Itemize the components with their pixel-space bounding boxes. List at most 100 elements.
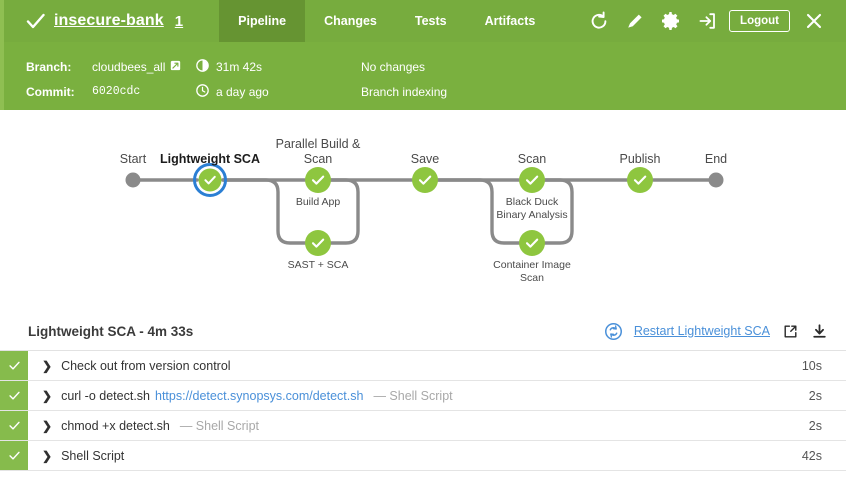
table-row[interactable]: ❯ Check out from version control 10s [0, 351, 846, 381]
chevron-right-icon[interactable]: ❯ [42, 448, 53, 463]
table-row[interactable]: ❯ chmod +x detect.sh — Shell Script 2s [0, 411, 846, 441]
tab-tests[interactable]: Tests [414, 14, 447, 28]
graph-sublabel-black-duck-line1: Black Duck [506, 196, 559, 208]
logout-button[interactable]: Logout [729, 10, 790, 32]
table-row[interactable]: ❯ curl -o detect.sh https://detect.synop… [0, 381, 846, 411]
step-command-text: chmod +x detect.sh [61, 418, 170, 433]
graph-label-start: Start [120, 152, 147, 166]
step-status-success-icon [0, 441, 28, 470]
pipeline-graph: Start Lightweight SCA Parallel Build & S… [0, 110, 846, 310]
step-duration: 2s [808, 388, 822, 403]
graph-node-build-app[interactable] [305, 167, 331, 193]
step-label: chmod +x detect.sh — Shell Script [61, 419, 259, 433]
branch-value[interactable]: cloudbees_all [92, 60, 196, 74]
header-tabs: Pipeline Changes Tests Artifacts [219, 0, 554, 42]
chevron-right-icon[interactable]: ❯ [42, 358, 53, 373]
step-command-text: curl -o detect.sh [61, 388, 150, 403]
check-icon [26, 12, 45, 31]
step-duration: 2s [808, 418, 822, 433]
time-ago-text: a day ago [216, 84, 269, 99]
header-top-bar: insecure-bank 1 Pipeline Changes Tests A… [4, 0, 846, 42]
step-label: curl -o detect.sh https://detect.synopsy… [61, 389, 453, 403]
step-subtext: — Shell Script [179, 418, 260, 433]
duration-text: 31m 42s [216, 59, 263, 74]
graph-node-publish[interactable] [627, 167, 653, 193]
graph-label-publish: Publish [620, 152, 661, 166]
time-ago-meta: a day ago [196, 83, 361, 100]
graph-label-end: End [705, 152, 727, 166]
step-main[interactable]: ❯ Check out from version control [28, 351, 766, 380]
step-label: Check out from version control [61, 359, 231, 373]
graph-node-end[interactable] [708, 172, 724, 188]
restart-circular-arrows-icon[interactable] [604, 322, 622, 340]
graph-node-sast-sca[interactable] [305, 230, 331, 256]
restart-stage-link[interactable]: Restart Lightweight SCA [633, 324, 770, 338]
step-command-text: Shell Script [61, 448, 125, 463]
step-url-link[interactable]: https://detect.synopsys.com/detect.sh [155, 388, 364, 403]
changes-status-text: No changes [361, 59, 426, 74]
header-actions: Logout [581, 0, 846, 42]
step-main[interactable]: ❯ chmod +x detect.sh — Shell Script [28, 411, 766, 440]
graph-label-parallel-build-scan-line2: Scan [304, 152, 333, 166]
step-label: Shell Script [61, 449, 124, 463]
chevron-right-icon[interactable]: ❯ [42, 418, 53, 433]
edge-build-sast-join [329, 178, 360, 245]
step-list: ❯ Check out from version control 10s ❯ [0, 350, 846, 471]
graph-node-container-image-scan[interactable] [519, 230, 545, 256]
build-number-link[interactable]: 1 [174, 12, 184, 30]
step-command-text: Check out from version control [61, 358, 231, 373]
graph-node-lightweight-sca[interactable] [193, 163, 227, 197]
graph-node-black-duck-binary-analysis[interactable] [519, 167, 545, 193]
graph-sublabel-sast-sca: SAST + SCA [288, 259, 349, 271]
graph-node-save[interactable] [412, 167, 438, 193]
step-subtext: — Shell Script [373, 388, 453, 403]
branch-name-text: cloudbees_all [92, 59, 166, 74]
graph-label-save: Save [411, 152, 440, 166]
table-row[interactable]: ❯ Shell Script 42s [0, 441, 846, 471]
steps-header-actions: Restart Lightweight SCA [604, 322, 828, 340]
graph-sublabel-container-scan-line2: Scan [520, 272, 544, 284]
commit-value[interactable]: 6020cdc [92, 85, 141, 98]
graph-sublabel-build-app: Build App [296, 196, 341, 208]
step-status-success-icon [0, 411, 28, 440]
step-status-success-icon [0, 351, 28, 380]
tab-artifacts[interactable]: Artifacts [484, 14, 536, 28]
pie-duration-icon [196, 58, 209, 75]
step-main[interactable]: ❯ curl -o detect.sh https://detect.synop… [28, 381, 766, 410]
edit-pencil-icon[interactable] [617, 0, 653, 42]
cause-status-text: Branch indexing [361, 84, 448, 99]
branch-meta-row: Branch: cloudbees_all [26, 54, 846, 79]
page-header: insecure-bank 1 Pipeline Changes Tests A… [0, 0, 846, 110]
chevron-right-icon[interactable]: ❯ [42, 388, 53, 403]
external-link-icon[interactable] [170, 60, 181, 74]
run-meta-bar: Branch: cloudbees_all [4, 42, 846, 110]
tab-changes[interactable]: Changes [324, 14, 377, 28]
step-duration: 42s [801, 448, 822, 463]
step-status-success-icon [0, 381, 28, 410]
graph-label-parallel-build-scan-line1: Parallel Build & [276, 137, 361, 151]
edge-sca-to-sast [221, 178, 307, 245]
steps-header: Lightweight SCA - 4m 33s Restart Lightwe… [0, 312, 846, 350]
replay-icon[interactable] [581, 0, 617, 42]
open-external-icon[interactable] [782, 323, 799, 340]
commit-meta-row: Commit: 6020cdc a day ago Branch indexin… [26, 79, 846, 104]
logout-arrow-icon[interactable] [689, 0, 725, 42]
gear-icon[interactable] [653, 0, 689, 42]
job-name-link[interactable]: insecure-bank [54, 12, 164, 29]
graph-label-scan: Scan [518, 152, 547, 166]
graph-label-lightweight-sca: Lightweight SCA [160, 152, 260, 166]
commit-label: Commit: [26, 84, 75, 99]
steps-title: Lightweight SCA - 4m 33s [28, 323, 194, 339]
tab-pipeline[interactable]: Pipeline [219, 0, 306, 42]
graph-edges [134, 178, 715, 245]
duration-meta: 31m 42s [196, 58, 361, 75]
step-duration: 10s [801, 358, 822, 373]
clock-icon [196, 83, 209, 100]
graph-sublabel-black-duck-line2: Binary Analysis [496, 209, 567, 221]
graph-sublabel-container-scan-line1: Container Image [493, 259, 571, 271]
download-icon[interactable] [811, 323, 828, 340]
step-main[interactable]: ❯ Shell Script [28, 441, 766, 470]
close-icon[interactable] [796, 0, 832, 42]
graph-node-start[interactable] [125, 172, 141, 188]
